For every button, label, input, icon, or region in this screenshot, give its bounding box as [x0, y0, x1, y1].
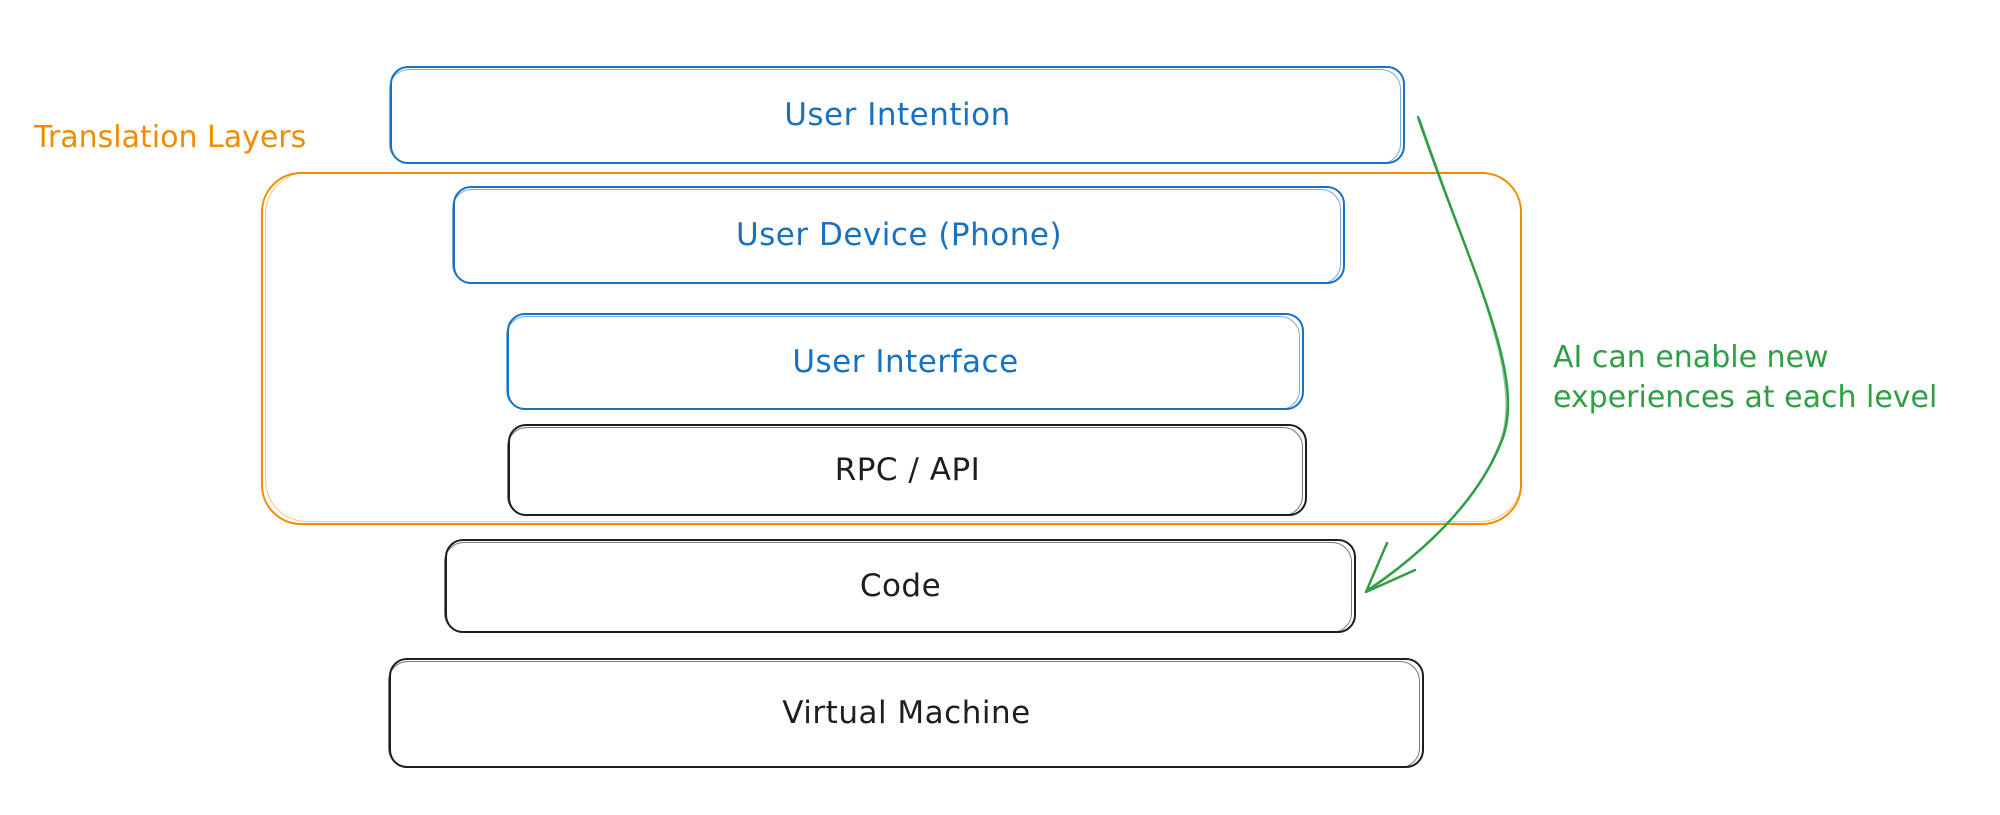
arrow-head	[1364, 541, 1417, 594]
layer-label: User Intention	[784, 97, 1011, 133]
layer-rpc-api: RPC / API	[507, 424, 1307, 516]
layer-label: User Device (Phone)	[735, 217, 1063, 253]
layer-user-device: User Device (Phone)	[452, 186, 1345, 284]
layer-code: Code	[444, 539, 1356, 633]
translation-layers-group	[261, 172, 1522, 525]
layer-label: Virtual Machine	[782, 695, 1031, 731]
layer-label: RPC / API	[834, 452, 981, 488]
translation-layers-label: Translation Layers	[34, 120, 307, 155]
ai-annotation-line: experiences at each level	[1553, 380, 1938, 415]
layer-virtual-machine: Virtual Machine	[388, 658, 1424, 768]
layer-user-interface: User Interface	[506, 313, 1304, 410]
layer-label: User Interface	[792, 343, 1019, 380]
ai-annotation-line: AI can enable new	[1553, 340, 1829, 375]
layer-label: Code	[859, 568, 942, 604]
layer-user-intention: User Intention	[389, 66, 1405, 164]
ai-annotation: AI can enable new experiences at each le…	[1553, 338, 1937, 418]
